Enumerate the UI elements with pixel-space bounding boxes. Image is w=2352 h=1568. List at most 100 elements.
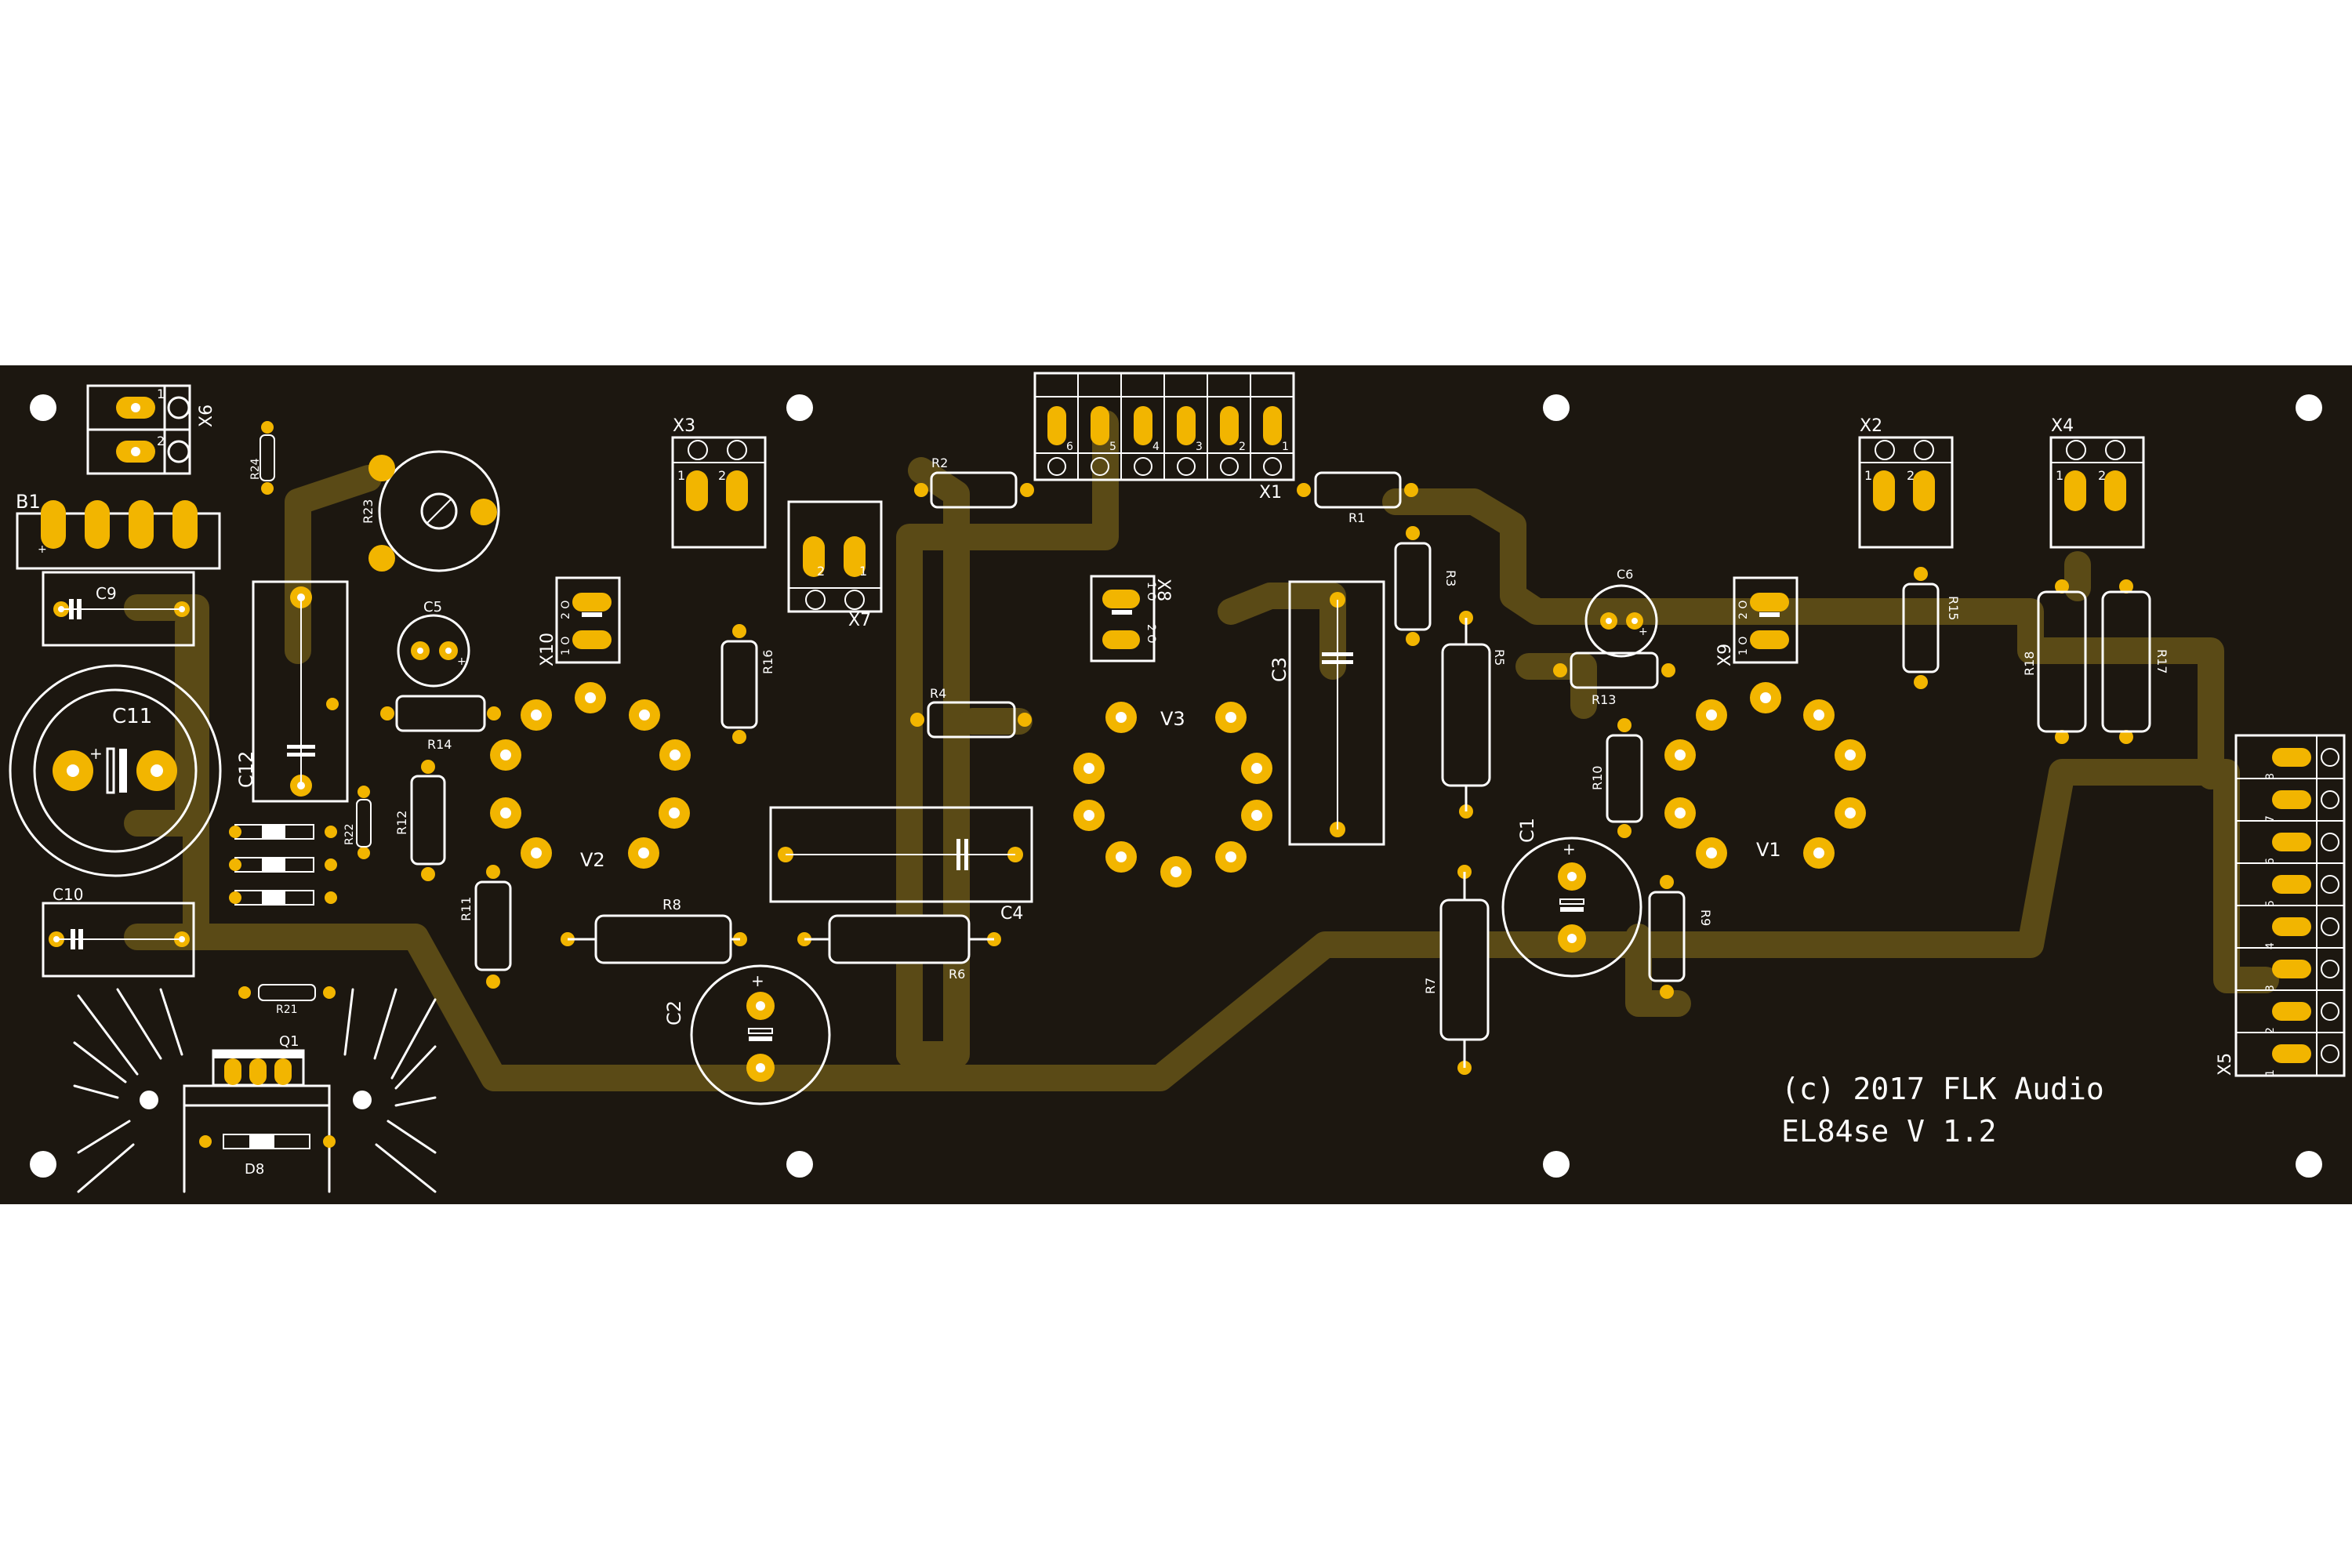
ref-x1: X1	[1259, 483, 1282, 503]
terminal-x5: 8 7 6 5 4 3 2 1 X5	[2216, 734, 2346, 1077]
mounting-holes	[30, 394, 2322, 1178]
pin-label: +	[751, 971, 764, 990]
ref-v1: V1	[1756, 839, 1781, 861]
pin-label: 1	[1864, 468, 1872, 483]
resistor-r7: R7	[1423, 865, 1490, 1075]
pin-label: 6	[2264, 858, 2277, 865]
ref-r23: R23	[361, 499, 376, 524]
capacitor-c11: + C11	[9, 664, 222, 877]
pin-label: 3	[1196, 441, 1203, 453]
pin-label: 4	[1152, 441, 1160, 453]
pin-label: 1 O	[1145, 582, 1157, 601]
resistor-r8: R8	[561, 897, 747, 964]
pin-label: 1 O	[1737, 637, 1750, 655]
ref-x9: X9	[1715, 644, 1735, 666]
resistor-r3: R3	[1394, 526, 1458, 646]
ref-x6: X6	[197, 405, 216, 427]
resistor-r15: R15	[1902, 567, 1961, 689]
trimmer-r23: R23	[361, 450, 500, 572]
pin-label: 1	[1282, 441, 1289, 453]
ref-r3: R3	[1443, 570, 1458, 586]
ref-x8: X8	[1153, 579, 1173, 601]
ref-r15: R15	[1946, 596, 1961, 620]
ref-d8: D8	[245, 1161, 264, 1178]
pin-label: 5	[1109, 441, 1116, 453]
pin-label: 2	[2098, 468, 2106, 483]
resistor-r22: R22	[343, 786, 372, 859]
pin-label: 2 O	[1737, 601, 1750, 619]
ref-r9: R9	[1698, 909, 1713, 926]
capacitor-c5: + C5	[397, 599, 470, 688]
ref-c2: C2	[663, 1000, 685, 1025]
resistor-r5: R5	[1441, 611, 1507, 818]
copper-traces	[124, 410, 2279, 1091]
ref-r5: R5	[1492, 649, 1507, 666]
resistor-r17: R17	[2101, 579, 2169, 744]
resistor-r9: R9	[1648, 875, 1713, 999]
pin-label: 2 O	[1145, 624, 1157, 643]
mount-hole	[786, 394, 813, 421]
pin-label: 2	[2264, 1027, 2277, 1034]
terminal-x4: X4 1 2	[2049, 416, 2145, 549]
board-version-text: EL84se V 1.2	[1781, 1114, 1997, 1149]
terminal-x1: 6 5 4 3 2 1 X1	[1033, 372, 1295, 503]
ref-r12: R12	[394, 811, 409, 835]
pin-label: +	[1563, 840, 1576, 858]
ref-x7: X7	[848, 611, 871, 630]
pin-label: 5	[2264, 900, 2277, 907]
tube-socket-v3: V3	[1073, 702, 1272, 887]
pin-label: 7	[2264, 815, 2277, 822]
tube-socket-v1: V1	[1664, 682, 1866, 869]
ref-r8: R8	[662, 897, 681, 913]
ref-v3: V3	[1160, 708, 1185, 730]
ref-r21: R21	[276, 1004, 298, 1016]
terminal-x6: 1 2 X6	[86, 384, 216, 475]
ref-b1: B1	[16, 491, 41, 513]
ref-x3: X3	[673, 416, 695, 436]
ref-r17: R17	[2154, 649, 2169, 673]
ref-c9: C9	[96, 584, 117, 603]
pin-label: 2	[718, 468, 726, 483]
capacitor-c10: C10	[42, 885, 195, 978]
resistor-r14: R14	[380, 695, 501, 752]
mount-hole	[30, 394, 56, 421]
terminal-x8: 1 O 2 O X8	[1090, 575, 1173, 662]
mount-hole	[1543, 394, 1570, 421]
pin-label: 1	[157, 387, 165, 401]
ref-r7: R7	[1423, 978, 1438, 994]
terminal-x7: 2 1 X7	[787, 500, 883, 630]
mount-hole	[1543, 1151, 1570, 1178]
ref-r1: R1	[1348, 510, 1365, 525]
ref-x4: X4	[2051, 416, 2074, 436]
copyright-text: (c) 2017 FLK Audio	[1781, 1072, 2104, 1106]
ref-r4: R4	[930, 686, 946, 701]
pin-label: 1 O	[560, 637, 572, 655]
ref-r13: R13	[1592, 692, 1616, 707]
capacitor-c2: + C2	[663, 964, 831, 1105]
capacitor-c9: C9	[42, 571, 195, 647]
ref-r6: R6	[949, 967, 965, 982]
ref-c12: C12	[235, 751, 257, 788]
ref-r22: R22	[343, 823, 356, 845]
resistor-r1: R1	[1297, 471, 1418, 525]
ref-x2: X2	[1860, 416, 1882, 436]
pin-label: 1	[859, 564, 867, 579]
ref-c3: C3	[1269, 657, 1290, 682]
pin-label: 3	[2264, 985, 2277, 992]
capacitor-c6: + C6	[1584, 567, 1658, 658]
tube-socket-v2: V2	[490, 682, 691, 871]
terminal-x9: 2 O 1 O X9	[1715, 576, 1798, 666]
smd-diodes	[199, 824, 337, 1149]
ref-c4: C4	[1000, 904, 1023, 924]
connector-b1: B1 +	[16, 491, 221, 570]
resistor-r16: R16	[720, 624, 775, 744]
resistor-r4: R4	[910, 686, 1032, 739]
ref-r11: R11	[459, 897, 474, 921]
pin-label: +	[89, 744, 103, 763]
mount-hole	[786, 1151, 813, 1178]
mount-hole	[30, 1151, 56, 1178]
pin-label: 2 O	[560, 601, 572, 619]
pin-label: 1	[677, 468, 685, 483]
mount-hole	[2296, 394, 2322, 421]
